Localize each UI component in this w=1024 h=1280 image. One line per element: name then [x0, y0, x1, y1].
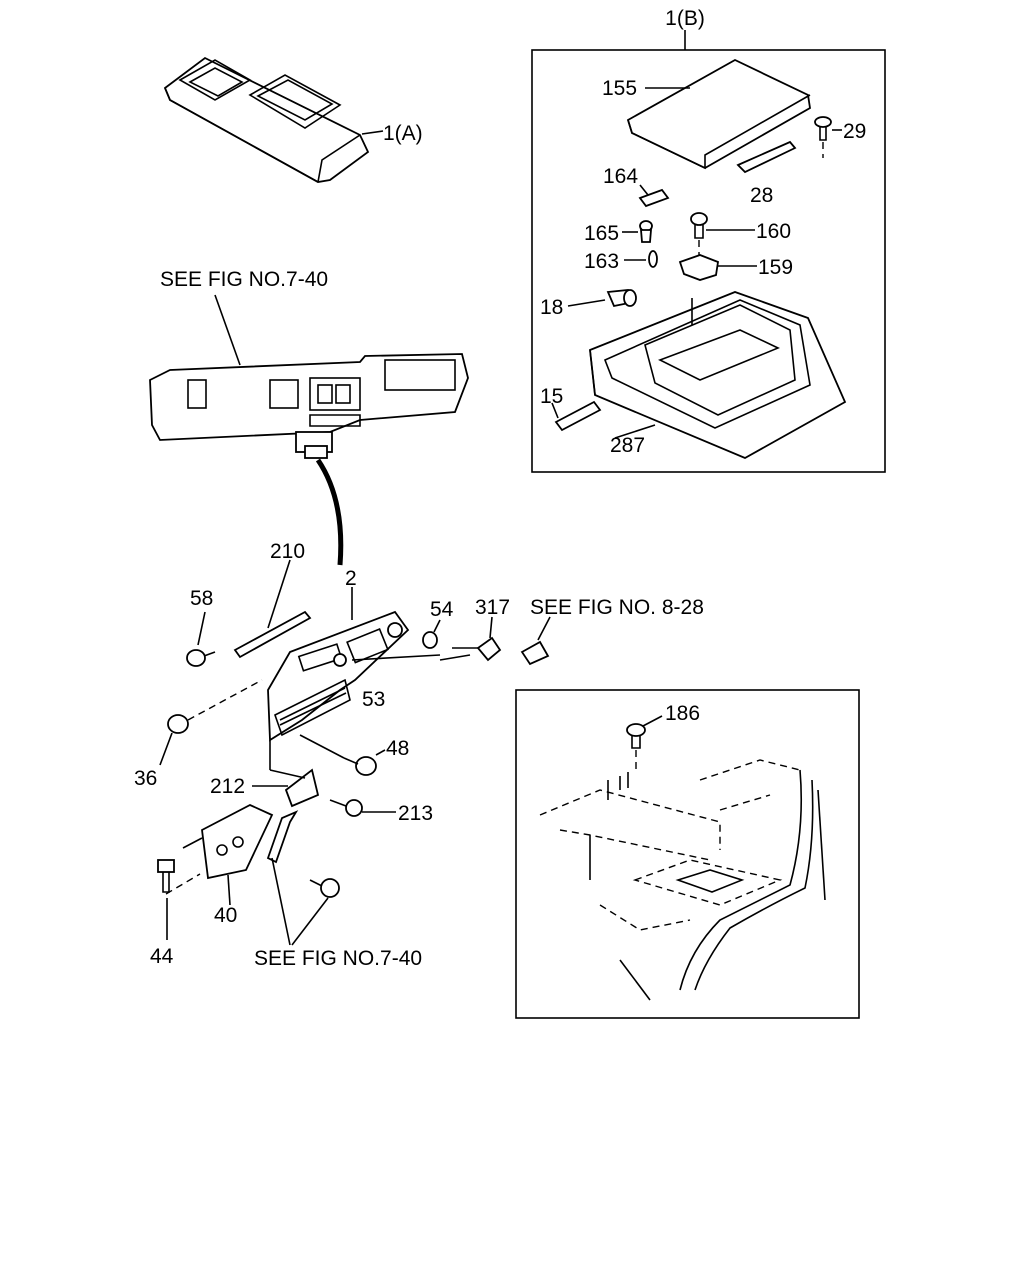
leader-53: [351, 654, 441, 661]
lock-18-drawing: [606, 289, 637, 308]
leader-36: [159, 732, 173, 766]
label-53: 53: [362, 688, 385, 711]
see-fig-740-bottom: SEE FIG NO.7-40: [254, 947, 422, 970]
bolt-44-drawing: [157, 859, 201, 895]
label-159: 159: [758, 256, 793, 279]
label-186: 186: [665, 702, 700, 725]
console-1a-drawing: [163, 56, 370, 183]
box-287-drawing: [589, 291, 847, 459]
see-fig-740-top: SEE FIG NO.7-40: [160, 268, 328, 291]
panel-2-drawing: [267, 610, 410, 742]
label-212: 212: [210, 775, 245, 798]
bulb-54-drawing: [422, 631, 438, 649]
bracket-212-drawing: [284, 768, 320, 808]
pointer-arrow: [315, 458, 344, 566]
label-164: 164: [603, 165, 638, 188]
leader-see-740-a: [271, 857, 291, 946]
socket-317-drawing: [439, 636, 502, 662]
leader-210: [267, 559, 291, 629]
leader-58: [197, 611, 206, 646]
label-36: 36: [134, 767, 157, 790]
label-54: 54: [430, 598, 454, 621]
clip-164-drawing: [638, 188, 670, 208]
label-163: 163: [584, 250, 619, 273]
label-1b: 1(B): [665, 7, 705, 30]
leader-1a: [361, 130, 384, 135]
leader-40: [227, 874, 231, 906]
lid-155-edge: [627, 94, 811, 170]
leader-see-740-top: [214, 294, 241, 366]
leader-18: [567, 299, 606, 307]
label-28: 28: [750, 184, 773, 207]
label-287: 287: [610, 434, 645, 457]
screw-160-drawing: [690, 212, 708, 256]
clip-58-drawing: [186, 649, 216, 667]
leader-164: [639, 184, 649, 196]
leader-15: [551, 402, 559, 419]
label-210: 210: [270, 540, 305, 563]
label-40: 40: [214, 904, 237, 927]
label-1a: 1(A): [383, 122, 423, 145]
label-160: 160: [756, 220, 791, 243]
screw-213-drawing: [329, 799, 363, 817]
floor-mount-drawing: [539, 723, 826, 1001]
bracket-40-drawing: [182, 803, 274, 880]
label-317: 317: [475, 596, 510, 619]
label-165: 165: [584, 222, 619, 245]
label-48: 48: [386, 737, 409, 760]
label-213: 213: [398, 802, 433, 825]
label-44: 44: [150, 945, 174, 968]
leader-54: [433, 619, 441, 633]
leader-828: [537, 616, 551, 641]
see-fig-828: SEE FIG NO. 8-28: [530, 596, 704, 619]
leader-212-d: [269, 769, 306, 779]
leader-317: [489, 616, 493, 639]
screw-bottom-drawing: [309, 878, 340, 898]
label-58: 58: [190, 587, 213, 610]
strip-15-drawing: [554, 400, 602, 432]
label-29: 29: [843, 120, 866, 143]
label-2: 2: [345, 567, 357, 590]
label-15: 15: [540, 385, 563, 408]
detail-frame-186: [515, 689, 860, 1019]
washer-163-drawing: [648, 250, 658, 268]
hinge-28-drawing: [736, 140, 797, 174]
leader-287: [614, 424, 656, 439]
leader-48: [375, 749, 386, 756]
leader-see-740-b: [291, 897, 329, 946]
pin-165-drawing: [639, 220, 653, 243]
screw-29-drawing: [814, 116, 832, 158]
leader-186: [642, 715, 663, 727]
label-18: 18: [540, 296, 563, 319]
lever-drawing: [266, 810, 299, 864]
strip-210-drawing: [233, 610, 312, 659]
connector-828-drawing: [520, 640, 550, 666]
label-155: 155: [602, 77, 637, 100]
dashboard-drawing: [149, 353, 469, 459]
clip-36-drawing: [167, 679, 263, 734]
screw-48-drawing: [299, 734, 377, 776]
latch-159-drawing: [678, 254, 719, 281]
detail-frame-1b: [531, 49, 886, 473]
